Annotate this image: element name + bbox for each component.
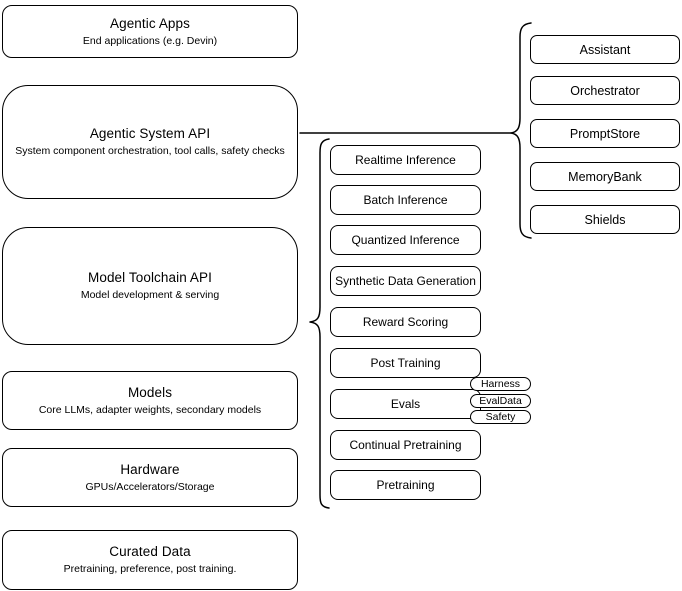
toolchain-brace: [309, 138, 330, 509]
diagram-node-models: Models Core LLMs, adapter weights, secon…: [2, 371, 298, 430]
node-label: Post Training: [370, 356, 441, 370]
tag-label: Safety: [485, 410, 516, 423]
node-title: Hardware: [120, 461, 180, 477]
node-title: Model Toolchain API: [88, 270, 212, 285]
diagram-node-batch-inference: Batch Inference: [330, 185, 481, 215]
tag-label: EvalData: [479, 394, 522, 407]
node-subtitle: Pretraining, preference, post training.: [63, 563, 237, 575]
node-label: Evals: [390, 397, 421, 411]
diagram-node-synthetic-data-generation: Synthetic Data Generation: [330, 266, 481, 296]
diagram-tag-safety: Safety: [470, 410, 531, 424]
diagram-node-evals: Evals: [330, 389, 481, 419]
diagram-node-memorybank: MemoryBank: [530, 162, 680, 191]
diagram-node-hardware: Hardware GPUs/Accelerators/Storage: [2, 448, 298, 507]
diagram-node-assistant: Assistant: [530, 35, 680, 64]
node-label: Assistant: [579, 42, 631, 57]
node-title: Agentic System API: [89, 126, 211, 141]
node-label: Reward Scoring: [362, 315, 449, 329]
diagram-node-reward-scoring: Reward Scoring: [330, 307, 481, 337]
diagram-node-agentic-system-api: Agentic System API System component orch…: [2, 85, 298, 199]
diagram-node-promptstore: PromptStore: [530, 119, 680, 148]
diagram-node-realtime-inference: Realtime Inference: [330, 145, 481, 175]
node-subtitle: End applications (e.g. Devin): [82, 34, 218, 47]
node-label: MemoryBank: [568, 169, 642, 184]
node-label: Batch Inference: [363, 193, 448, 207]
diagram-node-post-training: Post Training: [330, 348, 481, 378]
node-title: Curated Data: [109, 544, 191, 559]
diagram-node-orchestrator: Orchestrator: [530, 76, 680, 105]
node-label: Orchestrator: [570, 83, 640, 98]
node-label: Shields: [584, 212, 626, 227]
diagram-tag-harness: Harness: [470, 377, 531, 391]
diagram-node-continual-pretraining: Continual Pretraining: [330, 430, 481, 460]
node-subtitle: Model development & serving: [80, 289, 220, 301]
diagram-node-shields: Shields: [530, 205, 680, 234]
node-label: PromptStore: [569, 126, 641, 141]
node-title: Models: [127, 384, 173, 400]
node-label: Pretraining: [376, 478, 435, 492]
components-brace: [510, 22, 532, 239]
diagram-node-model-toolchain-api: Model Toolchain API Model development & …: [2, 227, 298, 345]
node-label: Quantized Inference: [351, 233, 460, 247]
diagram-tag-evaldata: EvalData: [470, 394, 531, 408]
node-label: Continual Pretraining: [349, 438, 462, 452]
diagram-node-agentic-apps: Agentic Apps End applications (e.g. Devi…: [2, 5, 298, 58]
node-label: Realtime Inference: [355, 153, 456, 167]
diagram-node-quantized-inference: Quantized Inference: [330, 225, 481, 255]
node-label: Synthetic Data Generation: [335, 274, 476, 288]
diagram-node-pretraining: Pretraining: [330, 470, 481, 500]
node-subtitle: Core LLMs, adapter weights, secondary mo…: [38, 403, 262, 416]
node-subtitle: System component orchestration, tool cal…: [15, 145, 285, 157]
node-title: Agentic Apps: [109, 15, 190, 31]
node-subtitle: GPUs/Accelerators/Storage: [85, 480, 215, 493]
diagram-node-curated-data: Curated Data Pretraining, preference, po…: [2, 530, 298, 590]
tag-label: Harness: [480, 377, 521, 390]
